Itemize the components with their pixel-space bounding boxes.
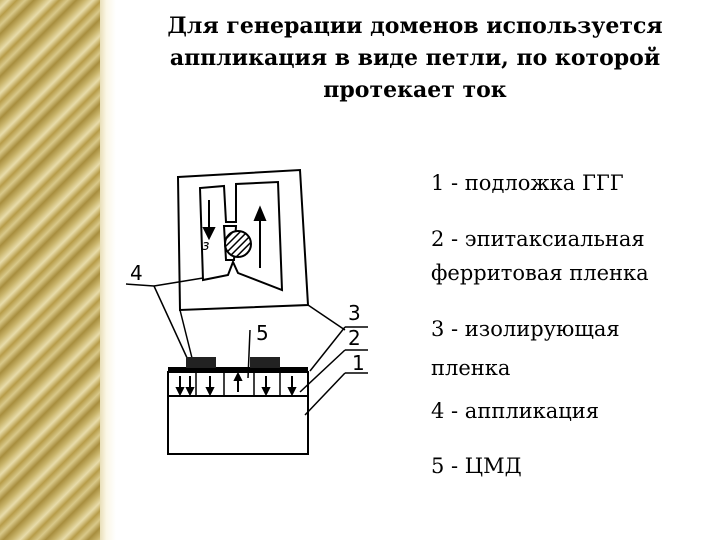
leader-line-1 xyxy=(304,372,346,416)
label-2: 2 xyxy=(348,326,361,350)
legend-item: 3 - изолирующая xyxy=(431,317,620,341)
legend-item: 1 - подложка ГГГ xyxy=(431,171,624,195)
legend-item: 2 - эпитаксиальная xyxy=(431,227,645,251)
slide-title: Для генерации доменов используется аппли… xyxy=(130,10,700,106)
leader-line-4a xyxy=(153,277,204,287)
title-line: Для генерации доменов используется xyxy=(167,13,663,39)
leader-line-square-b xyxy=(179,309,193,359)
leader-line-4b xyxy=(153,285,189,361)
leader-line-square xyxy=(307,304,346,331)
conductor-pad xyxy=(186,357,216,368)
label-3: 3 xyxy=(348,301,361,325)
substrate-layer xyxy=(167,395,309,455)
decorative-border xyxy=(0,0,106,540)
label-4: 4 xyxy=(130,261,143,285)
legend-item: 4 - аппликация xyxy=(431,399,600,423)
conductor-pad xyxy=(250,357,280,368)
loop-application xyxy=(198,180,284,292)
label-5: 5 xyxy=(256,321,269,345)
bubble-generator-diagram: з 4 5 3 2 1 xyxy=(125,168,368,455)
leader-line-3 xyxy=(309,326,346,372)
label-loop: з xyxy=(202,238,209,254)
legend-item: 5 - ЦМД xyxy=(431,454,522,478)
decorative-border-shadow xyxy=(100,0,116,540)
title-line: аппликация в виде петли, по которой xyxy=(169,45,661,71)
label-1: 1 xyxy=(352,351,365,375)
title-line: протекает ток xyxy=(323,77,507,103)
legend-item: ферритовая пленка xyxy=(431,261,649,285)
bubble-domain xyxy=(224,230,252,258)
legend-item: пленка xyxy=(431,356,511,380)
